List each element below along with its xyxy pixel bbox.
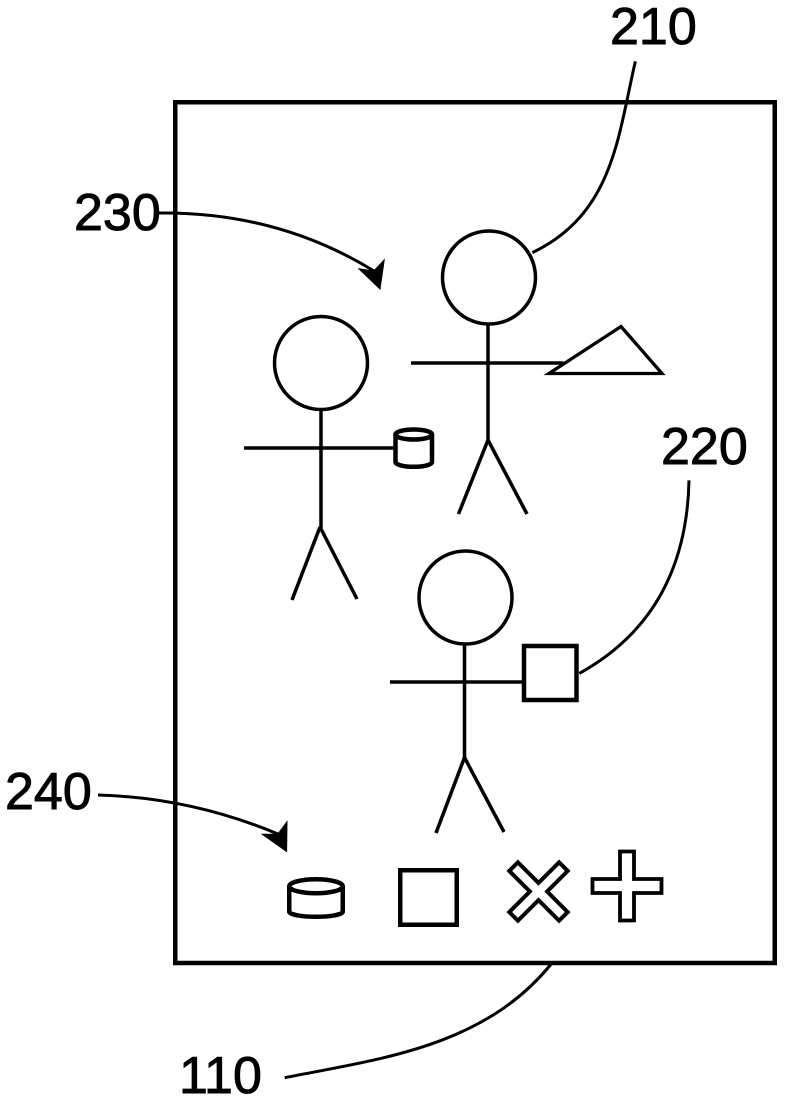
svg-text:220: 220 [661, 418, 748, 476]
svg-text:110: 110 [179, 1047, 262, 1101]
svg-text:210: 210 [610, 0, 697, 56]
svg-text:240: 240 [5, 763, 92, 821]
svg-text:230: 230 [74, 184, 161, 242]
